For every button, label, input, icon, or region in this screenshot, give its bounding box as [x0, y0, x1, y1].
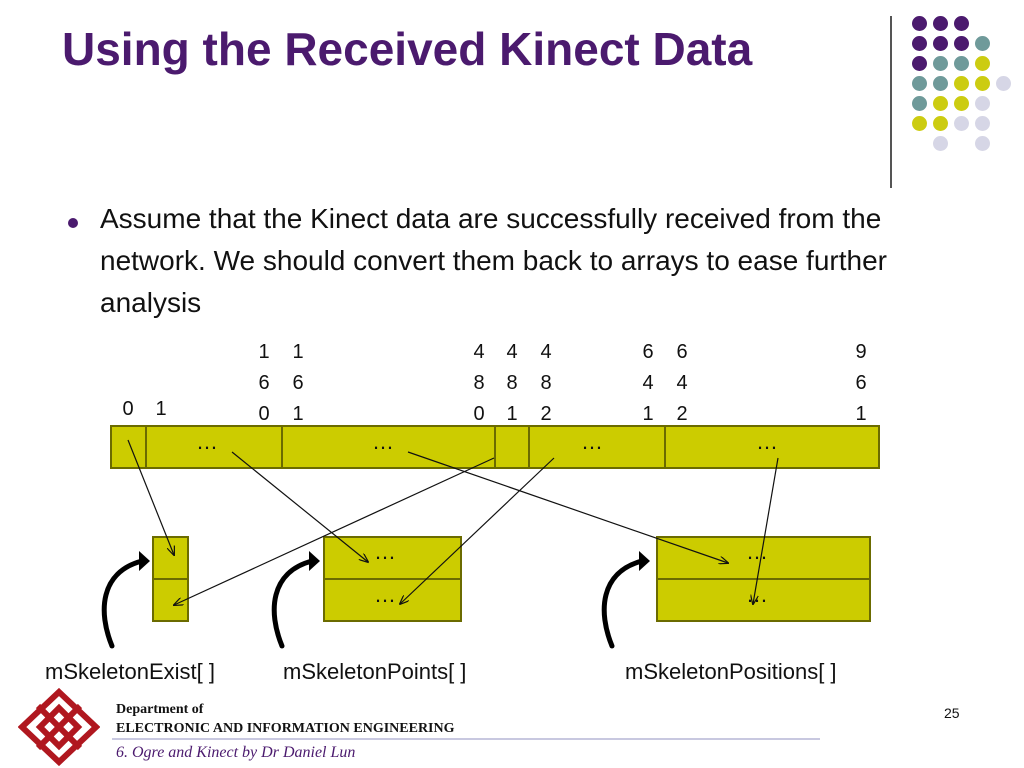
- ellipsis-label: …: [374, 539, 399, 564]
- footer-divider: [112, 738, 820, 740]
- decor-dot: [912, 96, 927, 111]
- curved-pointer-points: [271, 558, 315, 649]
- buffer-cell-positions: [664, 425, 880, 469]
- decor-dot: [912, 36, 927, 51]
- decor-dot: [954, 16, 969, 31]
- array-cell: [323, 536, 462, 580]
- array-cell: [152, 536, 189, 580]
- ellipsis-label: …: [581, 429, 606, 454]
- decor-dot: [912, 76, 927, 91]
- decor-dot: [975, 36, 990, 51]
- decor-dot: [954, 56, 969, 71]
- footer-department: Department of ELECTRONIC AND INFORMATION…: [116, 700, 455, 738]
- decor-dot: [996, 76, 1011, 91]
- footer-dept-line2: ELECTRONIC AND INFORMATION ENGINEERING: [116, 721, 455, 736]
- decor-dot: [975, 116, 990, 131]
- slide-title: Using the Received Kinect Data: [62, 23, 753, 75]
- decor-dot: [933, 96, 948, 111]
- bullet-icon: [68, 218, 78, 228]
- footer-dept-line1: Department of: [116, 702, 204, 717]
- curved-pointer-head: [639, 551, 650, 571]
- ellipsis-label: …: [756, 429, 781, 454]
- university-logo-icon: [18, 688, 100, 766]
- decor-dot: [912, 116, 927, 131]
- arrow-points-0: [231, 451, 368, 562]
- decor-dot: [933, 76, 948, 91]
- array-label-positions: mSkeletonPositions[ ]: [625, 659, 837, 684]
- index-label-0: 0: [122, 398, 134, 420]
- footer-course-title: 6. Ogre and Kinect by Dr Daniel Lun: [116, 744, 356, 761]
- curved-pointer-head: [309, 551, 320, 571]
- divider-line: [890, 16, 892, 188]
- ellipsis-label: …: [372, 429, 397, 454]
- bullet-text: Assume that the Kinect data are successf…: [100, 203, 887, 318]
- decor-dot: [933, 136, 948, 151]
- page-number: 25: [944, 705, 960, 721]
- curved-pointer-exist: [101, 558, 145, 649]
- curved-pointer-head: [139, 551, 150, 571]
- ellipsis-label: …: [196, 429, 221, 454]
- decor-dot: [912, 56, 927, 71]
- ellipsis-label: …: [374, 582, 399, 607]
- curved-pointer-positions: [601, 558, 645, 649]
- index-label-1: 1: [155, 398, 167, 420]
- decor-dot: [933, 16, 948, 31]
- array-label-exist: mSkeletonExist[ ]: [45, 659, 215, 684]
- decor-dot: [954, 116, 969, 131]
- decor-dot: [933, 116, 948, 131]
- decor-dot: [975, 56, 990, 71]
- decor-dot: [954, 96, 969, 111]
- decor-dot: [954, 36, 969, 51]
- decor-dot: [912, 16, 927, 31]
- decor-dot: [975, 96, 990, 111]
- decor-dot: [975, 136, 990, 151]
- decor-dot: [933, 36, 948, 51]
- arrow-positions-1: [753, 457, 779, 604]
- decor-dot: [954, 76, 969, 91]
- array-cell: [656, 578, 871, 622]
- decor-dot: [933, 56, 948, 71]
- arrow-points-1: [400, 457, 555, 604]
- array-cell: [323, 578, 462, 622]
- arrow-exist-1: [174, 457, 495, 605]
- arrow-exist-0: [127, 439, 174, 555]
- arrow-positions-0: [407, 451, 728, 563]
- array-label-points: mSkeletonPoints[ ]: [283, 659, 467, 684]
- decor-dot: [975, 76, 990, 91]
